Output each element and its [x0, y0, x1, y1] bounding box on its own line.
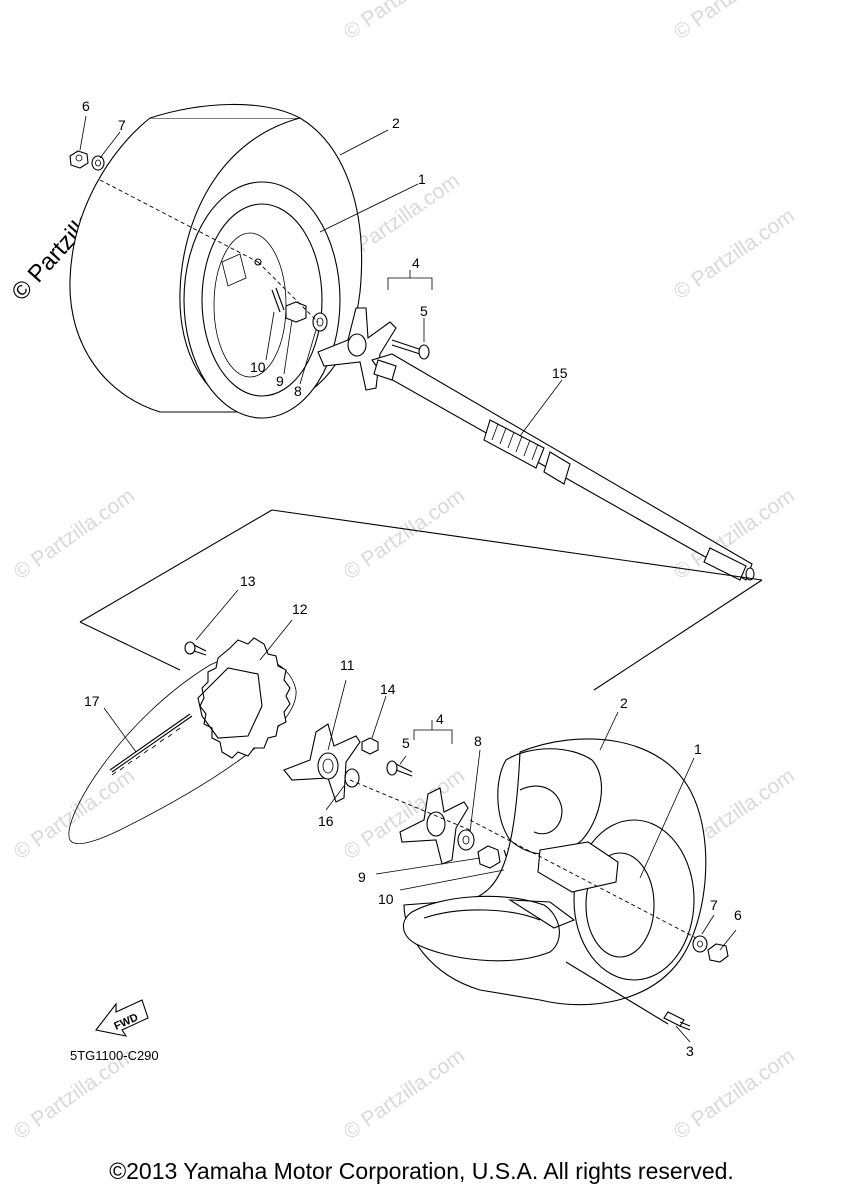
callout-1: 1: [694, 741, 702, 757]
sprocket-hub: [283, 723, 361, 803]
lower-wheel-hub: [399, 787, 469, 865]
callout-6: 6: [82, 98, 90, 114]
callout-5: 5: [402, 735, 410, 751]
exploded-view-frame: [79, 509, 763, 691]
callout-labels: 6 7 2 1 4 5 15 10 9 8 13 12 17 11 14 4 5…: [82, 98, 742, 1059]
watermark: © Partzilla.com: [340, 1044, 469, 1144]
watermark: © Partzilla.com: [340, 484, 469, 584]
callout-7: 7: [710, 897, 718, 913]
callout-4: 4: [436, 711, 444, 727]
callout-3: 3: [686, 1043, 694, 1059]
drive-chain: [68, 655, 297, 844]
sprocket-bolt: [184, 641, 207, 656]
watermark: © Partzilla.com: [10, 484, 139, 584]
sprocket: [197, 637, 291, 759]
callout-7: 7: [118, 117, 126, 133]
callout-8: 8: [474, 733, 482, 749]
callout-15: 15: [552, 365, 568, 381]
upper-small-parts: [69, 150, 755, 581]
callout-6: 6: [734, 907, 742, 923]
lower-axis-line: [349, 779, 471, 831]
lower-leaders: [103, 589, 737, 1043]
callout-10: 10: [378, 891, 394, 907]
callout-8: 8: [294, 383, 302, 399]
watermark: © Partzilla.com: [340, 0, 469, 44]
callout-16: 16: [318, 813, 334, 829]
watermark: © Partzilla.com: [670, 204, 799, 304]
circlip: [344, 768, 360, 788]
callout-2: 2: [392, 115, 400, 131]
callout-1: 1: [418, 171, 426, 187]
upper-tire: [69, 103, 363, 419]
watermark: © Partzilla.com: [670, 1044, 799, 1144]
callout-17: 17: [84, 693, 100, 709]
forward-direction-arrow: FWD: [95, 999, 149, 1037]
callout-4: 4: [412, 255, 420, 271]
part-code: 5TG1100-C290: [70, 1048, 159, 1063]
upper-axis-line: [99, 179, 259, 263]
lower-axis-line: [469, 819, 701, 941]
lower-hub-bolt: [386, 760, 413, 777]
callout-13: 13: [240, 573, 256, 589]
callout-12: 12: [292, 601, 308, 617]
upper-leaders: [79, 115, 563, 437]
callout-10: 10: [250, 359, 266, 375]
callout-9: 9: [358, 869, 366, 885]
callout-5: 5: [420, 303, 428, 319]
watermark: © Partzilla.com: [670, 0, 799, 44]
callout-2: 2: [620, 695, 628, 711]
callout-11: 11: [340, 657, 355, 673]
callout-14: 14: [380, 681, 396, 697]
upper-axis-line: [257, 261, 319, 323]
lower-tire: [402, 738, 707, 1006]
copyright-notice: ©2013 Yamaha Motor Corporation, U.S.A. A…: [109, 1158, 734, 1184]
callout-9: 9: [276, 373, 284, 389]
lower-right-parts: [565, 935, 729, 1031]
lower-small-parts: [457, 829, 517, 873]
hub-nut: [361, 737, 379, 755]
